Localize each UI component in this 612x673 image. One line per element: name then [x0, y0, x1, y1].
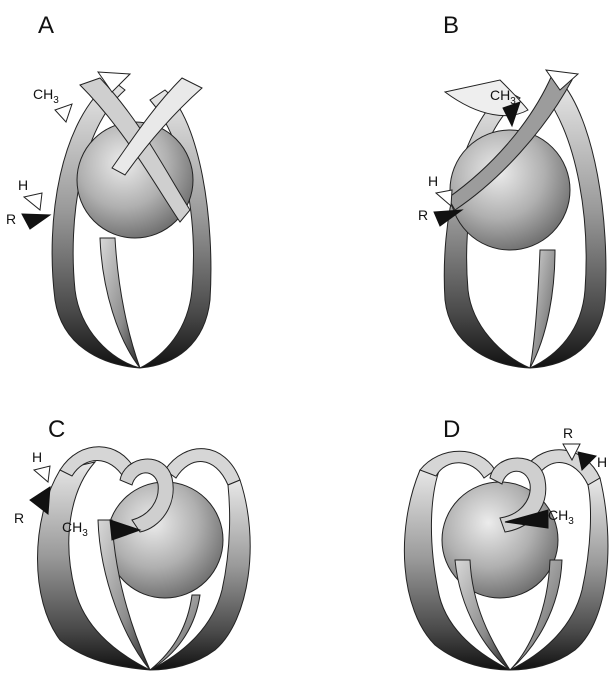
panel-d-h-label: H [597, 454, 607, 470]
panel-b-letter: B [443, 12, 459, 39]
panel-a-ch3-arrow [55, 104, 72, 122]
panel-c-h-label: H [32, 449, 42, 465]
panel-c-r-arrow [30, 487, 50, 514]
panel-b-ribbon-inner [530, 250, 555, 368]
panel-a-h-label: H [18, 177, 28, 193]
panel-b-h-label: H [428, 173, 438, 189]
panel-a-r-arrow [22, 214, 50, 229]
panel-d-letter: D [443, 416, 460, 443]
panel-d-r-label: R [563, 425, 573, 441]
panel-a-h-arrow [24, 193, 42, 210]
panel-c-letter: C [48, 416, 65, 443]
panel-c-h-arrow [34, 466, 50, 482]
panel-c-arch-right [165, 449, 240, 485]
panel-d-arch-left [420, 451, 495, 478]
panel-a-ch3-label: CH3 [33, 86, 59, 106]
panel-a: A CH3 H R [6, 12, 211, 368]
panel-a-letter: A [38, 12, 54, 39]
panel-c: C H R CH3 [14, 416, 250, 670]
panel-b: B CH3 H R [418, 12, 606, 368]
panel-c-r-label: R [14, 510, 24, 526]
panel-d: D R H CH3 [404, 416, 608, 670]
panel-a-r-label: R [6, 211, 16, 227]
panel-b-h-arrow [436, 190, 452, 206]
panel-b-r-label: R [418, 207, 428, 223]
